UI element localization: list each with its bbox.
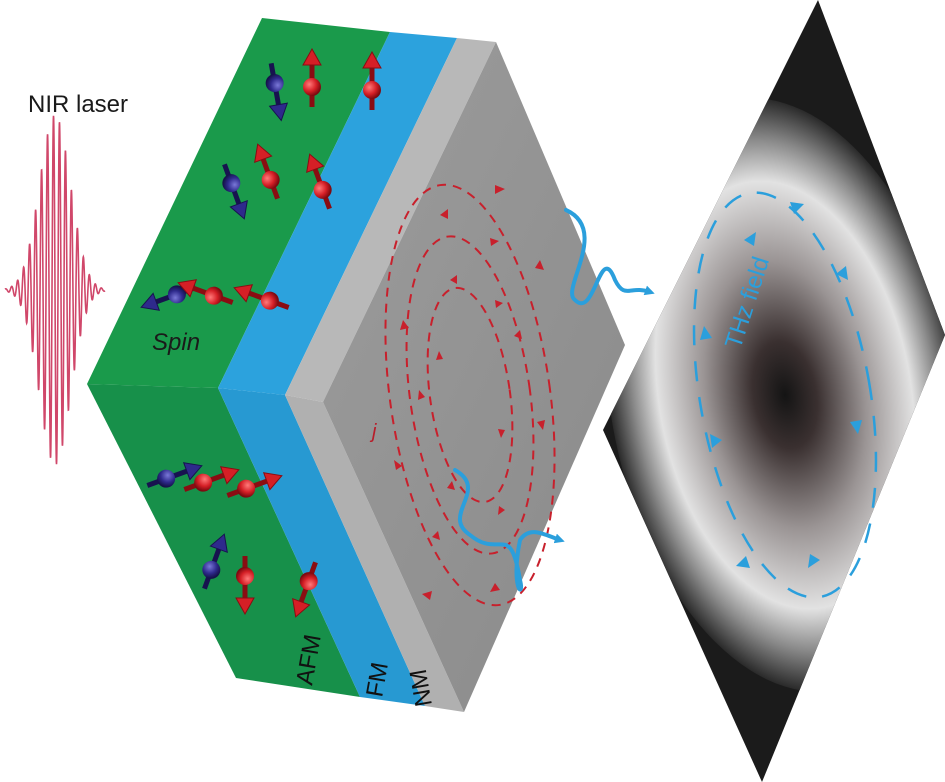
nir-laser-pulse (4, 115, 106, 465)
current-loops (384, 183, 556, 607)
thz-field-loop (692, 191, 878, 599)
spin-arrow-icon (306, 153, 332, 210)
emitter-stack (87, 18, 625, 712)
spin-arrow-icon (202, 533, 228, 590)
spin-arrow-icon (292, 561, 318, 618)
thz-emission-upper (564, 208, 655, 305)
spin-arrow-icon (146, 462, 203, 488)
spin-label: Spin (152, 329, 200, 356)
spin-arrows (140, 47, 382, 618)
current-arrowheads (394, 185, 545, 600)
thz-arrowheads (700, 202, 862, 568)
spin-arrow-icon (302, 47, 322, 107)
fm-label: FM (361, 660, 394, 699)
spin-arrow-icon (222, 163, 248, 220)
spin-arrow-icon (233, 284, 290, 310)
spin-arrow-icon (254, 143, 280, 200)
thz-screen (603, 0, 945, 782)
nm-front-face (323, 42, 625, 712)
spin-arrow-icon (265, 62, 289, 122)
nm-layer (285, 38, 496, 402)
current-label: j (369, 421, 377, 443)
spin-arrow-icon (183, 466, 240, 492)
laser-label: NIR laser (28, 91, 128, 118)
nm-label: NM (405, 667, 438, 708)
spin-arrow-icon (177, 279, 234, 305)
spin-arrow-icon (362, 50, 382, 110)
thz-emission-lower (453, 468, 565, 592)
spin-arrow-icon (226, 472, 283, 498)
spin-arrow-icon (235, 556, 255, 616)
